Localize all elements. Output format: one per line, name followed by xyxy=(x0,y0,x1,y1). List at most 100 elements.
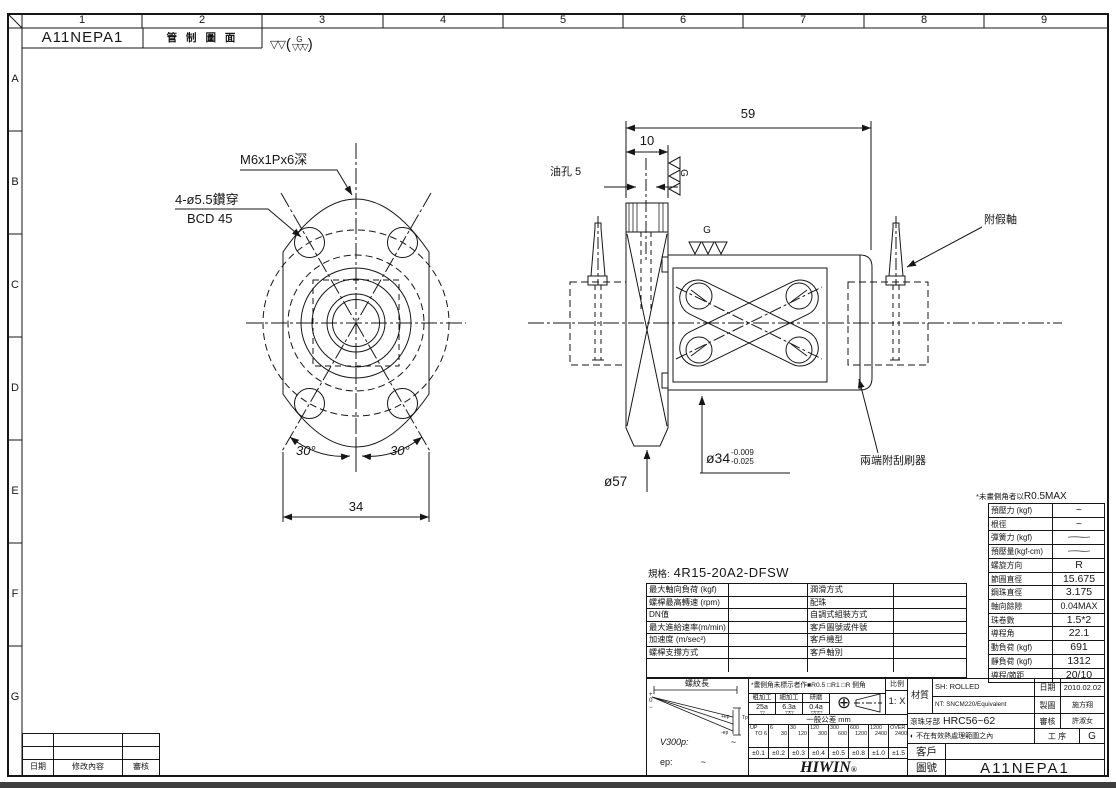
spec-cell xyxy=(729,634,808,647)
sheet-frame xyxy=(7,13,1109,777)
row-label: C xyxy=(11,279,19,291)
spec-cell xyxy=(729,659,808,672)
spec-cell: 自調式組裝方式 xyxy=(808,609,894,622)
date-label: 日期 xyxy=(1034,679,1061,696)
triangle-icon: ▽ xyxy=(760,711,765,714)
spec-cell xyxy=(894,609,967,622)
taper-icon xyxy=(854,693,882,713)
triangle-icon: ▽▽▽ xyxy=(810,711,823,714)
hiwin-logo: HIWIN® BALLSCREWS xyxy=(749,758,907,775)
screw-od-dim: ø57 xyxy=(604,474,628,489)
spec-cell xyxy=(729,621,808,635)
front-view xyxy=(175,143,466,522)
check-label: 審核 xyxy=(1034,713,1061,728)
overall-length-dim: 59 xyxy=(740,106,756,121)
paren-close: ) xyxy=(307,35,313,53)
revision-header: 日期 xyxy=(23,760,54,775)
prop-label: 根徑 xyxy=(989,517,1053,532)
prop-value: ~ xyxy=(1053,531,1105,546)
minus-ep-label: -ep xyxy=(721,730,729,736)
thread-length-box: 螺紋長 +0− Tp +ep -ep V300p: ~ ep: ~ xyxy=(647,679,749,775)
finish-grade-stack: G ▽▽▽ xyxy=(291,35,309,52)
v300p-label: V300p: xyxy=(660,737,689,747)
note-prefix: *未畫側角者以 xyxy=(976,492,1024,501)
brand-name: HIWIN xyxy=(800,759,851,775)
finish-fine-cell: 細加工 6.3a ▽▽ xyxy=(776,694,803,714)
date-value: 2010.02.02 xyxy=(1063,683,1102,692)
row-label: D xyxy=(11,382,19,394)
prop-value: 1312 xyxy=(1053,655,1105,669)
col-label: 8 xyxy=(920,14,928,26)
prop-label: 預壓力 (kgf) xyxy=(989,504,1053,518)
spec-table: 最大軸向負荷 (kgf) 潤滑方式 螺桿最高轉速 (rpm) 配珠 DN值 自調… xyxy=(646,583,967,678)
finish-mark-nut xyxy=(688,241,728,256)
holes-callout: 4-ø5.5鑽穿 xyxy=(175,192,239,207)
control-label: 管 制 圖 面 xyxy=(166,32,239,44)
process-label: 工 序 xyxy=(1034,728,1079,743)
v300p-value: ~ xyxy=(730,737,736,747)
spec-cell xyxy=(894,584,967,597)
material-nt: NT: SNCM220/Equivalent xyxy=(933,696,1034,713)
prop-value: 0.04MAX xyxy=(1053,600,1105,614)
prop-label: 導程角 xyxy=(989,627,1053,642)
ep-row: ep: ~ xyxy=(660,758,706,767)
v300p-row: V300p: ~ xyxy=(660,738,736,747)
finish-rough-cell: 粗加工 25a ▽ xyxy=(749,694,776,714)
customer-value xyxy=(946,743,1104,759)
row-label: E xyxy=(11,485,19,497)
thread-hardness: 滾珠牙部 HRC56~62 xyxy=(908,713,1034,728)
flange-width-dim: 10 xyxy=(639,133,655,148)
hardness-value: HRC56~62 xyxy=(943,715,996,727)
spec-cell: 螺桿最高轉速 (rpm) xyxy=(647,596,729,610)
scale-value: 1: X xyxy=(888,696,906,707)
spec-cell: 螺桿支撐方式 xyxy=(647,646,729,660)
general-finish-note: ▽▽ ( G ▽▽▽ ) xyxy=(270,27,313,53)
material-label: 材質 xyxy=(908,679,933,713)
properties-table: 預壓力 (kgf) ~ 根徑 ~ 彈簧力 (kgf) ~ 預壓量(kgf-cm)… xyxy=(988,503,1105,683)
prop-value: 3.175 xyxy=(1053,586,1105,601)
spec-header: 規格: 4R15-20A2-DFSW xyxy=(648,566,789,580)
prop-value: 20/10 xyxy=(1065,668,1093,681)
dwg-number: A11NEPA1 xyxy=(946,759,1104,775)
prop-label: 珠卷數 xyxy=(989,613,1053,628)
spec-cell xyxy=(894,622,967,635)
finish-triple-triangle-icon: ▽▽▽ xyxy=(291,41,309,52)
drawn-by: 施方翔 xyxy=(1061,696,1104,713)
finish-mark-flange xyxy=(667,156,681,196)
prop-value: ~ xyxy=(1053,504,1105,518)
general-tolerance-label: 一般公差 mm xyxy=(749,714,907,724)
tolerance-lower: -0.025 xyxy=(731,456,754,466)
spec-cell xyxy=(894,597,967,610)
col-label: 9 xyxy=(1040,14,1048,26)
dummy-shaft-note: 附假軸 xyxy=(984,214,1017,226)
side-view xyxy=(528,121,1062,492)
prop-label: 動負荷 (kgf) xyxy=(989,641,1053,655)
standards-box: *畫側角未標示者作■R0.5 □R1 □R 側角 粗加工 25a ▽ 細加工 6… xyxy=(749,679,908,775)
edge-radius-note: *未畫側角者以 R0.5MAX xyxy=(976,492,1106,502)
spec-cell xyxy=(894,647,967,660)
col-label: 6 xyxy=(679,14,687,26)
prop-value: ~ xyxy=(1053,545,1105,559)
dwg-number-label: 圖號 xyxy=(908,759,946,775)
lead-error-axis: +0− xyxy=(649,692,653,711)
spec-cell: 客戶圖號或件號 xyxy=(808,621,894,635)
finish-grind-cell: 研磨 0.4a ▽▽▽ xyxy=(803,694,830,714)
prop-label: 鋼珠直徑 xyxy=(989,586,1053,601)
material-sh: SH: ROLLED xyxy=(935,682,980,691)
row-label: A xyxy=(11,73,19,85)
col-label: 3 xyxy=(318,14,326,26)
plus-ep-label: +ep xyxy=(721,714,730,720)
chamfer-note: *畫側角未標示者作■R0.5 □R1 □R 側角 xyxy=(749,679,885,694)
scale-label: 比例 xyxy=(886,679,907,691)
col-label: 4 xyxy=(439,14,447,26)
heat-treat-note: ◐ 不在有效熱處理範圍之內 xyxy=(908,728,1034,743)
spec-cell xyxy=(729,609,808,622)
spec-cell: 最大軸向負荷 (kgf) xyxy=(647,584,729,597)
prop-label: 靜負荷 (kgf) xyxy=(989,654,1053,669)
prop-value: 15.675 xyxy=(1053,573,1105,587)
nut-od-dim: ø34 -0.009 -0.025 xyxy=(706,448,754,467)
finish-grade: G xyxy=(296,35,303,45)
spec-cell xyxy=(729,584,808,597)
